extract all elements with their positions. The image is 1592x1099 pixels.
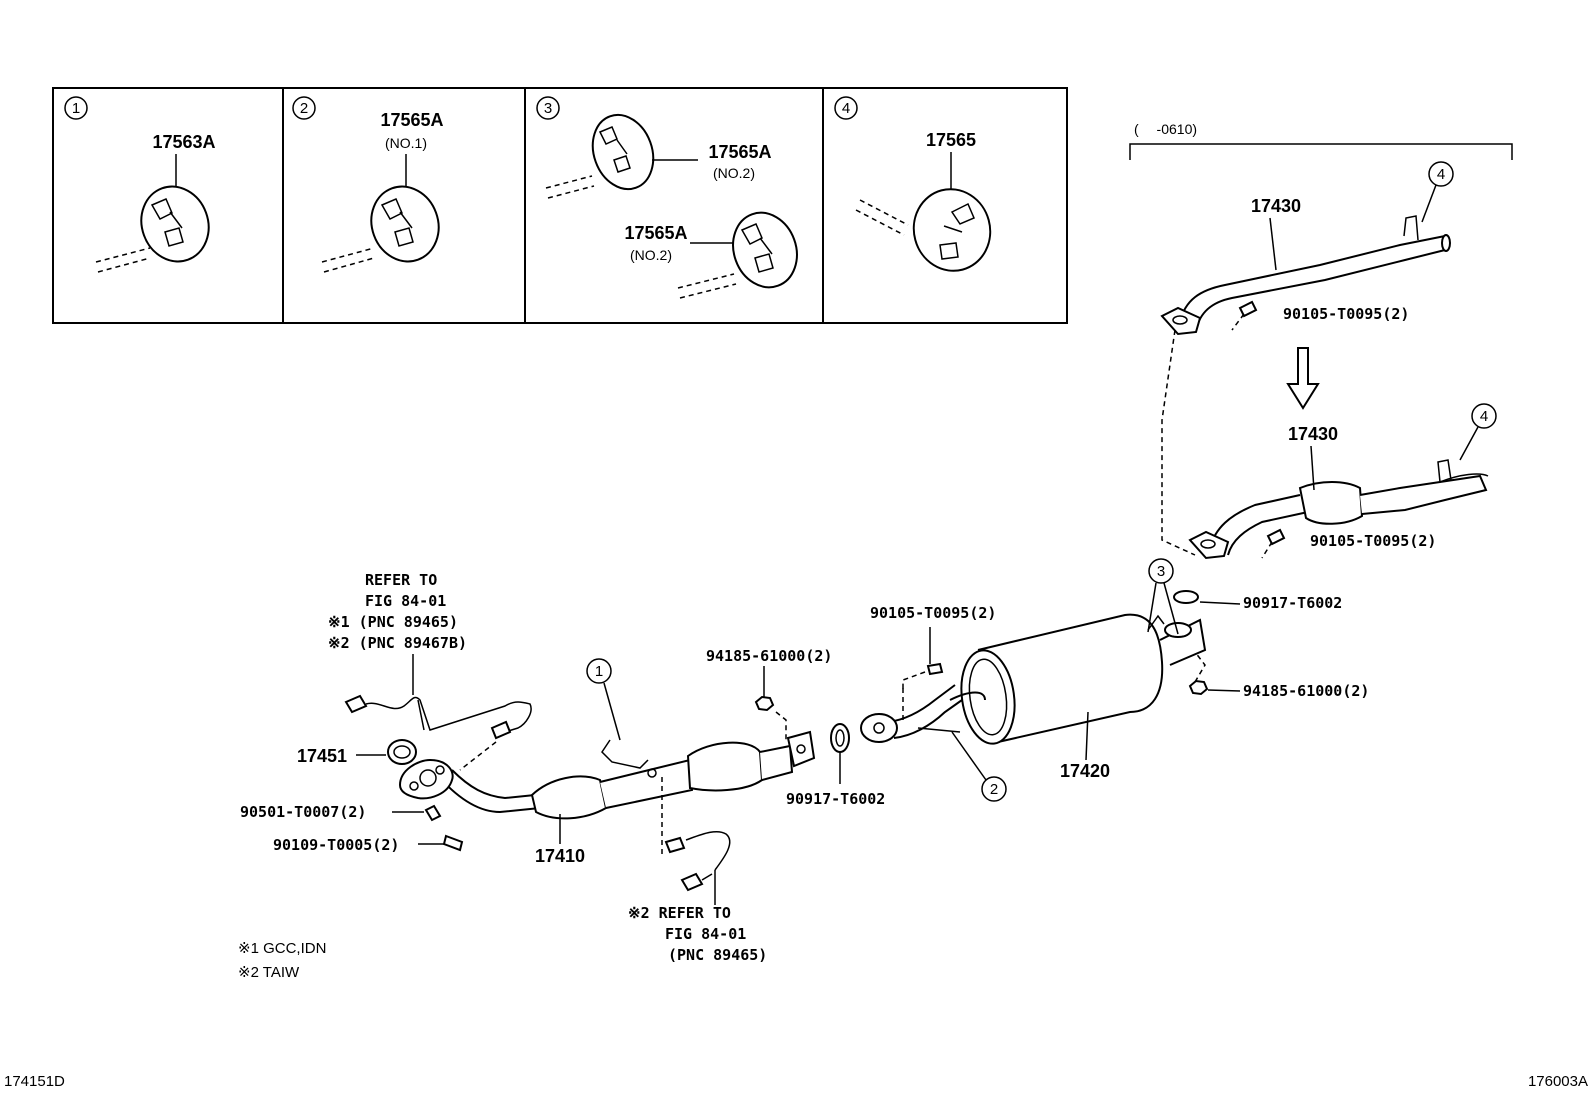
legend-box-4-part: 17565 <box>926 130 976 150</box>
stud-bolt[interactable]: 90109-T0005(2) <box>273 834 464 854</box>
hanger-legend-panel: 1 17563A 2 17565A (NO.1) 3 <box>52 87 1068 324</box>
oxygen-sensor-upper[interactable]: REFER TO FIG 84-01 ※1 (PNC 89465) ※2 (PN… <box>328 571 532 771</box>
callout-1: 1 <box>595 663 603 680</box>
legend-box-1-number: 1 <box>72 100 80 117</box>
bolt-icon <box>1238 300 1258 318</box>
callout-4-upper: 4 <box>1437 166 1445 183</box>
bolt-left-label: 90105-T0095(2) <box>870 604 996 622</box>
sensor1-ref-line1: REFER TO <box>365 571 437 589</box>
bolt-upper-label: 90105-T0095(2) <box>1283 305 1409 323</box>
date-range-label: ( -0610) <box>1134 121 1197 137</box>
sensor1-ref-line2: FIG 84-01 <box>365 592 446 610</box>
sensor2-ref-line3: (PNC 89465) <box>668 946 767 964</box>
legend-box-4-number: 4 <box>842 100 850 117</box>
callout-2: 2 <box>990 781 998 798</box>
rubber-hanger-icon <box>732 211 798 289</box>
legend-frame <box>52 87 1068 324</box>
part-17430-upper-label: 17430 <box>1251 196 1301 216</box>
spring-label: 90501-T0007(2) <box>240 803 366 821</box>
part-17430-lower-label: 17430 <box>1288 424 1338 444</box>
part-17451-label: 17451 <box>297 746 347 766</box>
legend-box-3-sub-lower: (NO.2) <box>630 247 672 263</box>
footer-right-code: 176003A <box>1528 1073 1588 1090</box>
sensor2-ref-line1: ※2 REFER TO <box>628 904 731 922</box>
connector-icon <box>344 694 368 714</box>
gasket-icon <box>387 739 417 765</box>
nut-left[interactable]: 94185-61000(2) <box>706 647 832 740</box>
rubber-hanger-icon <box>140 185 210 263</box>
gasket-right-label: 90917-T6002 <box>1243 594 1342 612</box>
muffler-17420[interactable]: 3 17420 <box>949 558 1207 781</box>
front-pipe-17410[interactable]: 1 17410 <box>398 658 816 866</box>
nut-icon <box>754 695 775 712</box>
stud-label: 90109-T0005(2) <box>273 836 399 854</box>
spring-washer[interactable]: 90501-T0007(2) <box>240 803 442 822</box>
part-17410-label: 17410 <box>535 846 585 866</box>
revision-arrow <box>1286 347 1320 410</box>
legend-box-3[interactable]: 3 17565A (NO.2) 17565A (NO.2) <box>536 96 807 299</box>
nut-left-label: 94185-61000(2) <box>706 647 832 665</box>
bolt-icon <box>1266 528 1286 546</box>
legend-box-1[interactable]: 1 17563A <box>64 96 219 273</box>
connector-dashed-line <box>1161 329 1196 556</box>
gasket-left[interactable]: 90917-T6002 <box>786 723 885 808</box>
tailpipe-17430-upper[interactable]: 17430 4 90105-T0095(2) <box>1160 161 1454 336</box>
market-notes: ※1 GCC,IDN ※2 TAIW <box>238 940 326 981</box>
nut-icon <box>1188 679 1209 696</box>
legend-box-2-part: 17565A <box>380 110 443 130</box>
gasket-17451[interactable]: 17451 <box>297 739 417 766</box>
nut-right-label: 94185-61000(2) <box>1243 682 1369 700</box>
callout-4-lower: 4 <box>1480 408 1488 425</box>
tailpipe-17430-lower[interactable]: 17430 4 90105-T0095(2) <box>1188 403 1497 560</box>
bolt-mid-label: 90105-T0095(2) <box>1310 532 1436 550</box>
sensor1-ref-line4: ※2 (PNC 89467B) <box>328 634 467 652</box>
spring-icon <box>424 804 442 822</box>
note-1: ※1 GCC,IDN <box>238 940 326 957</box>
oxygen-sensor-lower[interactable]: ※2 REFER TO FIG 84-01 (PNC 89465) <box>628 830 767 964</box>
sensor-icon <box>664 836 686 854</box>
sensor2-ref-line2: FIG 84-01 <box>665 925 746 943</box>
legend-box-3-sub-upper: (NO.2) <box>713 165 755 181</box>
footer-left-code: 174151D <box>4 1073 65 1090</box>
part-17420-label: 17420 <box>1060 761 1110 781</box>
center-pipe[interactable]: 2 <box>860 684 1007 802</box>
legend-box-2[interactable]: 2 17565A (NO.1) <box>292 96 449 273</box>
note-2: ※2 TAIW <box>238 964 300 981</box>
sensor1-ref-line3: ※1 (PNC 89465) <box>328 613 458 631</box>
legend-box-3-part-lower: 17565A <box>624 223 687 243</box>
date-range-bracket: ( -0610) <box>1129 121 1513 160</box>
legend-box-1-part: 17563A <box>152 132 215 152</box>
bolt-left-group[interactable]: 90105-T0095(2) <box>870 604 996 690</box>
gasket-icon <box>1173 590 1199 604</box>
legend-box-3-part-upper: 17565A <box>708 142 771 162</box>
sensor-icon <box>490 720 512 740</box>
rubber-hanger-icon <box>591 113 655 191</box>
rubber-hanger-icon <box>912 188 992 272</box>
legend-box-4[interactable]: 4 17565 <box>834 96 999 279</box>
callout-3: 3 <box>1157 563 1165 580</box>
bolt-icon <box>926 662 944 676</box>
legend-box-3-number: 3 <box>544 100 552 117</box>
rubber-hanger-icon <box>370 185 440 263</box>
gasket-icon <box>830 723 850 753</box>
connector-icon <box>680 872 704 892</box>
gasket-left-label: 90917-T6002 <box>786 790 885 808</box>
stud-icon <box>442 834 464 852</box>
nut-right[interactable]: 94185-61000(2) <box>1188 651 1369 700</box>
legend-box-2-sub: (NO.1) <box>385 135 427 151</box>
gasket-right[interactable]: 90917-T6002 <box>1173 590 1342 612</box>
legend-box-2-number: 2 <box>300 100 308 117</box>
